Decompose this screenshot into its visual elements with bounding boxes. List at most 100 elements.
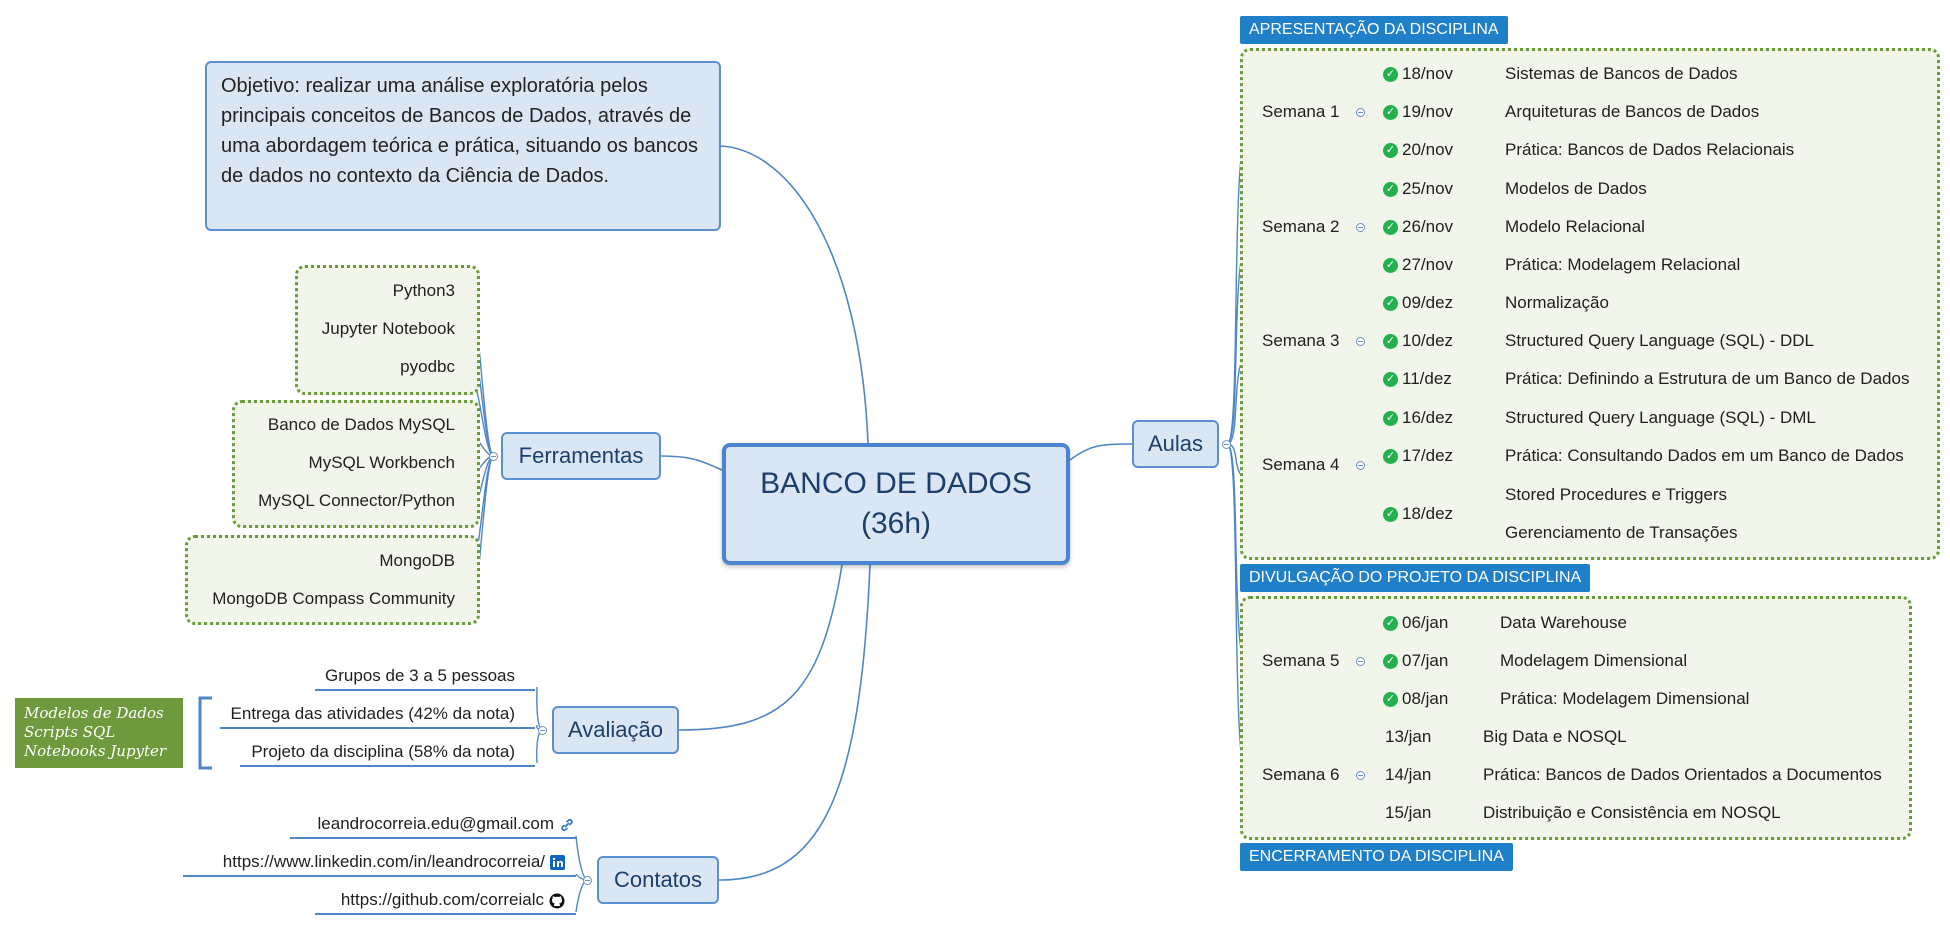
collapse-toggle[interactable] [1356, 337, 1365, 346]
lesson-topic[interactable]: Prática: Modelagem Dimensional [1500, 689, 1750, 708]
lesson-date[interactable]: 14/jan [1385, 765, 1432, 784]
lesson-topic[interactable]: Arquiteturas de Bancos de Dados [1505, 102, 1760, 121]
avaliacao-projeto[interactable]: Projeto da disciplina (58% da nota) [251, 742, 515, 761]
github-icon[interactable] [549, 893, 565, 909]
branch-ferramentas[interactable]: Ferramentas [501, 432, 661, 480]
check-icon: ✓ [1383, 296, 1398, 312]
connector-line [718, 564, 871, 881]
lesson-date[interactable]: ✓19/nov [1383, 101, 1453, 123]
check-icon: ✓ [1383, 372, 1398, 388]
contact-github[interactable]: https://github.com/correialc [341, 889, 565, 911]
lesson-topic[interactable]: Prática: Modelagem Relacional [1505, 255, 1741, 274]
objective-note[interactable]: Objetivo: realizar uma análise explorató… [205, 61, 721, 231]
lesson-topic[interactable]: Prática: Definindo a Estrutura de um Ban… [1505, 369, 1910, 388]
week-3[interactable]: Semana 3 [1262, 331, 1340, 350]
lesson-topic[interactable]: Gerenciamento de Transações [1505, 523, 1738, 542]
check-icon: ✓ [1383, 143, 1398, 159]
connector-line [720, 145, 869, 444]
avaliacao-grupos[interactable]: Grupos de 3 a 5 pessoas [325, 666, 515, 685]
collapse-toggle[interactable] [1356, 657, 1365, 666]
check-icon: ✓ [1383, 616, 1398, 632]
collapse-toggle[interactable] [1356, 223, 1365, 232]
contact-linkedin-text[interactable]: https://www.linkedin.com/in/leandrocorre… [222, 852, 545, 871]
check-icon: ✓ [1383, 334, 1398, 350]
lesson-date[interactable]: ✓06/jan [1383, 612, 1448, 634]
collapse-toggle[interactable] [1356, 461, 1365, 470]
lesson-topic[interactable]: Normalização [1505, 293, 1609, 312]
collapse-toggle[interactable] [489, 452, 498, 461]
week-5[interactable]: Semana 5 [1262, 651, 1340, 670]
lesson-topic[interactable]: Prática: Consultando Dados em um Banco d… [1505, 446, 1904, 465]
tool-jupyter-notebook[interactable]: Jupyter Notebook [321, 319, 455, 338]
contact-email[interactable]: leandrocorreia.edu@gmail.com [318, 813, 575, 835]
lesson-date[interactable]: ✓26/nov [1383, 216, 1453, 238]
lesson-date[interactable]: ✓20/nov [1383, 139, 1453, 161]
avaliacao-entrega[interactable]: Entrega das atividades (42% da nota) [230, 704, 515, 723]
lesson-date[interactable]: ✓11/dez [1383, 368, 1452, 390]
check-icon: ✓ [1383, 220, 1398, 236]
deliverables-note: Modelos de Dados Scripts SQL Notebooks J… [15, 698, 183, 768]
lessons-group-1 [1240, 48, 1940, 560]
week-4[interactable]: Semana 4 [1262, 455, 1340, 474]
linkedin-icon[interactable] [550, 855, 565, 871]
collapse-toggle[interactable] [538, 726, 547, 735]
lesson-date[interactable]: ✓27/nov [1383, 254, 1453, 276]
lesson-date[interactable]: 13/jan [1385, 727, 1432, 746]
lesson-date[interactable]: 15/jan [1385, 803, 1432, 822]
connector-line [536, 686, 544, 731]
tools-group-python [295, 265, 480, 395]
lesson-topic[interactable]: Prática: Bancos de Dados Relacionais [1505, 140, 1795, 159]
tool-mongodb[interactable]: MongoDB [379, 551, 455, 570]
branch-contatos[interactable]: Contatos [597, 856, 719, 904]
tool-mysql[interactable]: Banco de Dados MySQL [267, 415, 455, 434]
lesson-topic[interactable]: Big Data e NOSQL [1483, 727, 1627, 746]
collapse-toggle[interactable] [583, 876, 592, 885]
collapse-toggle[interactable] [1222, 440, 1231, 449]
tool-python3[interactable]: Python3 [392, 281, 455, 300]
lesson-date[interactable]: ✓10/dez [1383, 330, 1453, 352]
check-icon: ✓ [1383, 67, 1398, 83]
lesson-topic[interactable]: Structured Query Language (SQL) - DML [1505, 408, 1816, 427]
lesson-topic[interactable]: Distribuição e Consistência em NOSQL [1483, 803, 1781, 822]
check-icon: ✓ [1383, 411, 1398, 427]
lesson-topic[interactable]: Structured Query Language (SQL) - DDL [1505, 331, 1814, 350]
lesson-date[interactable]: ✓17/dez [1383, 445, 1453, 467]
week-2[interactable]: Semana 2 [1262, 217, 1340, 236]
collapse-toggle[interactable] [1356, 108, 1365, 117]
lesson-date[interactable]: ✓18/dez [1383, 503, 1453, 525]
lesson-date[interactable]: ✓09/dez [1383, 292, 1453, 314]
lesson-date[interactable]: ✓07/jan [1383, 650, 1448, 672]
connector-line [575, 835, 589, 881]
lesson-topic[interactable]: Prática: Bancos de Dados Orientados a Do… [1483, 765, 1882, 784]
branch-avaliacao[interactable]: Avaliação [552, 706, 679, 754]
lesson-topic[interactable]: Stored Procedures e Triggers [1505, 485, 1728, 504]
check-icon: ✓ [1383, 692, 1398, 708]
tool-mysql-workbench[interactable]: MySQL Workbench [308, 453, 455, 472]
week-6[interactable]: Semana 6 [1262, 765, 1340, 784]
tool-mysql-connector[interactable]: MySQL Connector/Python [258, 491, 455, 510]
lesson-topic[interactable]: Sistemas de Bancos de Dados [1505, 64, 1738, 83]
link-icon[interactable] [559, 817, 575, 833]
lesson-date[interactable]: ✓16/dez [1383, 407, 1453, 429]
lesson-topic[interactable]: Modelo Relacional [1505, 217, 1645, 236]
tool-pyodbc[interactable]: pyodbc [400, 357, 455, 376]
tools-group-mysql [232, 400, 480, 528]
central-topic[interactable]: BANCO DE DADOS (36h) [722, 443, 1070, 565]
lesson-date[interactable]: ✓25/nov [1383, 178, 1453, 200]
lesson-date[interactable]: ✓08/jan [1383, 688, 1448, 710]
lesson-topic[interactable]: Modelagem Dimensional [1500, 651, 1688, 670]
contact-email-text[interactable]: leandrocorreia.edu@gmail.com [317, 814, 554, 833]
contact-linkedin[interactable]: https://www.linkedin.com/in/leandrocorre… [223, 851, 565, 873]
branch-aulas[interactable]: Aulas [1132, 420, 1219, 468]
check-icon: ✓ [1383, 105, 1398, 121]
tool-mongodb-compass[interactable]: MongoDB Compass Community [212, 589, 455, 608]
connector-line [660, 455, 723, 471]
lesson-topic[interactable]: Modelos de Dados [1505, 179, 1647, 198]
lesson-topic[interactable]: Data Warehouse [1500, 613, 1627, 632]
contact-github-text[interactable]: https://github.com/correialc [340, 890, 544, 909]
week-1[interactable]: Semana 1 [1262, 102, 1340, 121]
lesson-date[interactable]: ✓18/nov [1383, 63, 1453, 85]
check-icon: ✓ [1383, 507, 1398, 523]
collapse-toggle[interactable] [1356, 771, 1365, 780]
banner-divulgacao: DIVULGAÇÃO DO PROJETO DA DISCIPLINA [1240, 564, 1591, 592]
